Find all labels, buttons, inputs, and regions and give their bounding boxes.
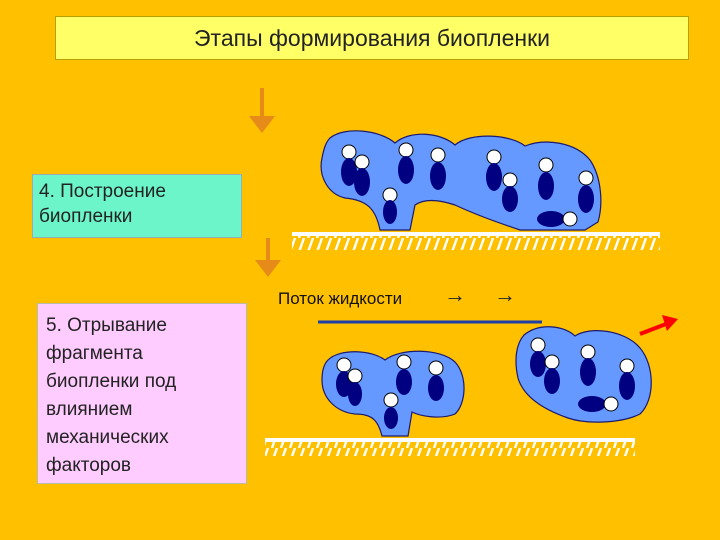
flow-label: Поток жидкости <box>278 289 403 308</box>
bacterium-icon <box>341 144 357 186</box>
flow-arrow-icon: → <box>494 282 516 307</box>
bacterium-icon <box>537 211 578 227</box>
bacterium-icon <box>578 396 619 412</box>
bacterium-icon <box>430 147 446 190</box>
title-box: Этапы формирования биопленки <box>55 16 689 60</box>
bacterium-icon <box>428 360 444 401</box>
bacterium-icon <box>398 142 414 184</box>
surface-hatch-icon <box>292 232 660 250</box>
page-title: Этапы формирования биопленки <box>194 24 550 51</box>
stage-5-box: 5. Отрывание фрагмента биопленки под вли… <box>37 303 247 484</box>
bacterium-icon <box>347 368 363 406</box>
surface-hatch-icon <box>265 438 635 456</box>
bacterium-icon <box>580 344 596 386</box>
down-arrow-icon <box>249 88 275 133</box>
stage-4-box: 4. Построение биопленки <box>32 174 242 238</box>
bacterium-icon <box>382 187 398 224</box>
bacterium-icon <box>396 354 412 395</box>
bacterium-icon <box>383 392 399 429</box>
down-arrow-icon <box>255 238 281 277</box>
detach-arrow-icon <box>639 315 678 336</box>
flow-arrow-icon: → <box>444 282 466 307</box>
bacterium-icon <box>502 172 518 212</box>
bacterium-icon <box>538 157 554 200</box>
bacterium-icon <box>530 337 546 377</box>
bacterium-icon <box>544 354 560 394</box>
bacterium-icon <box>619 358 635 400</box>
bacterium-icon <box>354 154 370 196</box>
bacterium-icon <box>486 149 502 191</box>
bacterium-icon <box>578 170 594 213</box>
